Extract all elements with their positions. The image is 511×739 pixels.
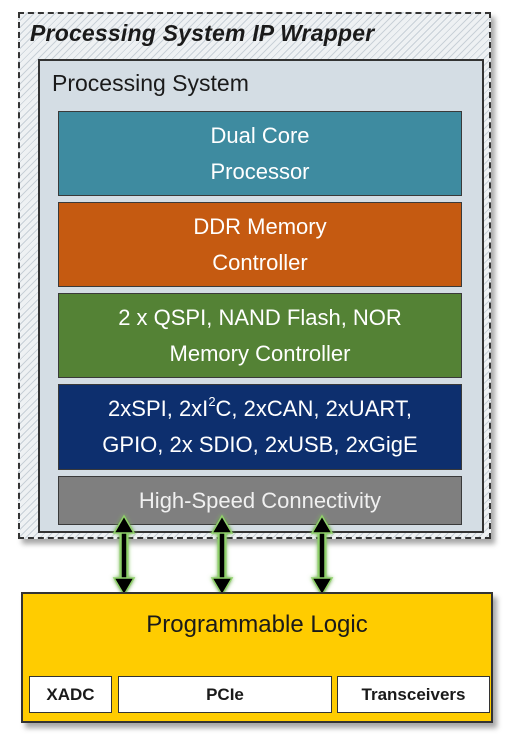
io-label-line2: GPIO, 2x SDIO, 2xUSB, 2xGigE xyxy=(102,432,418,457)
flash-memory-controller-block: 2 x QSPI, NAND Flash, NOR Memory Control… xyxy=(58,293,462,378)
ddr-label-line1: DDR Memory xyxy=(193,213,327,239)
io-label-superscript: 2 xyxy=(208,393,216,409)
dual-core-processor-block: Dual Core Processor xyxy=(58,111,462,196)
programmable-logic-box: Programmable Logic XADC PCIe Transceiver… xyxy=(21,592,493,723)
mem-label-line2: Memory Controller xyxy=(169,340,351,366)
ddr-memory-controller-block: DDR Memory Controller xyxy=(58,202,462,287)
peripheral-io-block: 2xSPI, 2xI2C, 2xCAN, 2xUART, GPIO, 2x SD… xyxy=(58,384,462,470)
transceivers-block: Transceivers xyxy=(337,676,490,713)
processing-system-title: Processing System xyxy=(52,70,249,96)
ps-ip-wrapper: Processing System IP Wrapper Processing … xyxy=(18,12,491,539)
programmable-logic-title: Programmable Logic xyxy=(146,611,368,638)
hs-label: High-Speed Connectivity xyxy=(138,487,382,513)
high-speed-connectivity-block: High-Speed Connectivity xyxy=(58,476,462,525)
wrapper-title: Processing System IP Wrapper xyxy=(30,20,375,46)
cpu-label-line2: Processor xyxy=(210,158,310,184)
ddr-label-line2: Controller xyxy=(212,249,308,275)
pcie-block: PCIe xyxy=(118,676,332,713)
xadc-block: XADC xyxy=(29,676,112,713)
io-label-line1: 2xSPI, 2xI2C, 2xCAN, 2xUART, xyxy=(102,391,417,427)
io-label-line1-b: C, 2xCAN, 2xUART, xyxy=(215,396,412,421)
processing-system-box: Processing System Dual Core Processor DD… xyxy=(38,59,484,533)
cpu-label-line1: Dual Core xyxy=(210,122,310,148)
io-label-line1-a: 2xSPI, 2xI xyxy=(108,396,209,421)
mem-label-line1: 2 x QSPI, NAND Flash, NOR xyxy=(118,304,402,330)
